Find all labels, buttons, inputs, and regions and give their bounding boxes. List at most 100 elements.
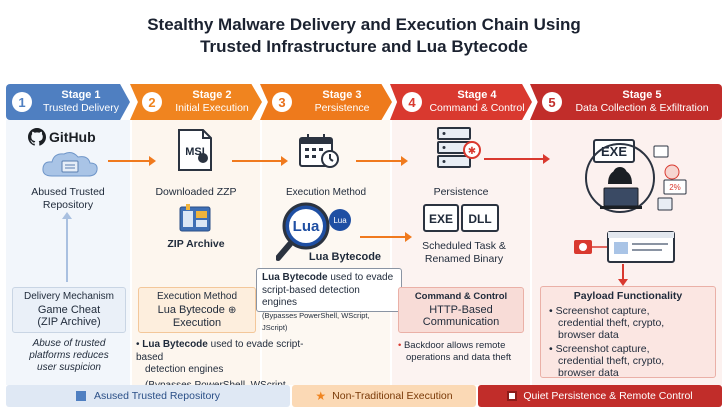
hacker-exfiltration-scene: EXE 2% — [585, 139, 687, 213]
payload-item-2: • Screenshot capture, credential theft, … — [549, 343, 707, 379]
delivery-mechanism-line-1: Game Cheat — [37, 303, 101, 316]
payload-item-1-line-3: browser data — [558, 328, 619, 341]
stage-3-name: Persistence — [314, 102, 370, 114]
delivery-mechanism-box: Delivery Mechanism Game Cheat (ZIP Archi… — [12, 287, 126, 333]
stage1-up-arrow — [62, 212, 72, 282]
stage-1-name: Trusted Delivery — [42, 102, 120, 114]
lua-tooltip-line-1: Lua Bytecode used to evade — [262, 272, 396, 285]
cloud-icon — [42, 152, 98, 177]
legend-non-traditional: ★ Non-Traditional Execution — [292, 385, 476, 407]
percent-text: 2% — [669, 183, 681, 192]
payload-functionality-heading: Payload Functionality — [573, 290, 683, 302]
stage2-note-rest-1: used to evade script-based — [136, 339, 304, 363]
title-line-1: Stealthy Malware Delivery and Execution … — [147, 15, 581, 34]
abused-repo-label: Abused Trusted Repository — [8, 186, 128, 212]
lua-bytecode-label: Lua Bytecode — [308, 251, 382, 263]
dll-text: DLL — [468, 212, 491, 226]
delivery-mechanism-heading: Delivery Mechanism — [23, 291, 115, 302]
lua-tooltip-bold: Lua Bytecode — [262, 272, 328, 283]
lua-tooltip-line-2: script-based detection engines — [262, 284, 360, 309]
stage4-note-line-2: operations and data theft — [406, 352, 512, 363]
stage2-note-bold: Lua Bytecode — [142, 339, 208, 350]
legend-trusted-label: Asused Trusted Repository — [93, 390, 221, 402]
execution-method-label: Execution Method — [285, 187, 367, 198]
zip-archive-label: ZIP Archive — [167, 238, 225, 250]
legend-quiet-persistence: Quiet Persistence & Remote Control — [478, 385, 722, 407]
diagram-title: Stealthy Malware Delivery and Execution … — [0, 14, 728, 58]
abused-repo-line-1: Abused Trusted — [31, 186, 105, 198]
camera-window-icon — [574, 231, 675, 263]
command-control-line-2: Communication — [422, 316, 500, 328]
calendar-gear-icon — [299, 134, 339, 168]
scheduled-task-line-1: Scheduled Task & — [422, 240, 506, 252]
zip-archive-icon — [179, 204, 211, 232]
downloaded-label: Downloaded ZZP — [155, 186, 237, 198]
stage4-note-line-1-text: Backdoor allows remote — [403, 340, 506, 351]
payload-item-2-line-1-text: Screenshot capture, — [555, 342, 650, 355]
stage1-note-line-1: Abuse of trusted — [32, 338, 106, 349]
payload-item-1: • Screenshot capture, credential theft, … — [549, 305, 707, 341]
payload-item-1-line-1-text: Screenshot capture, — [555, 304, 650, 317]
payload-item-2-line-2: credential theft, crypto, — [558, 354, 665, 367]
arrow-stage3-top — [356, 156, 408, 166]
stage4-note-line-1: • Backdoor allows remote — [398, 340, 528, 352]
stage1-note: Abuse of trusted platforms reduces user … — [12, 338, 126, 374]
delivery-mechanism-line-2: (ZIP Archive) — [37, 316, 101, 328]
execution-method-box: Execution Method Lua Bytecode ⊕ Executio… — [138, 287, 256, 333]
execution-method-line-1-text: Lua Bytecode — [157, 303, 225, 316]
stage-2-label: Stage 2 — [192, 89, 232, 101]
stage-4-name: Command & Control — [429, 102, 525, 114]
msi-file-icon: MSI — [178, 129, 212, 171]
stage-2-name: Initial Execution — [175, 102, 249, 114]
stage-4-label: Stage 4 — [457, 89, 497, 101]
stage-5-number: 5 — [542, 92, 562, 112]
lua-tooltip-box: Lua Bytecode used to evade script-based … — [256, 268, 402, 332]
command-control-line-1: HTTP-Based — [429, 303, 493, 316]
stage4-note: • Backdoor allows remote operations and … — [398, 340, 528, 364]
lua-big-text: Lua — [293, 218, 320, 235]
legend-quiet-label: Quiet Persistence & Remote Control — [523, 390, 693, 402]
stage-1-label: Stage 1 — [61, 89, 101, 101]
stage-5-label: Stage 5 — [622, 89, 662, 101]
stage1-note-line-3: user suspicion — [37, 362, 101, 373]
stage2-note-line-1: • Lua Bytecode used to evade script-base… — [136, 339, 304, 363]
stage5-down-arrow — [618, 264, 628, 286]
server-icon: ✱ — [437, 127, 481, 168]
stage-4-number: 4 — [402, 92, 422, 112]
arrow-stage2-to-3 — [232, 156, 288, 166]
payload-item-1-line-2: credential theft, crypto, — [558, 316, 665, 329]
stage-3-label: Stage 3 — [322, 89, 362, 101]
legend-square-blue — [75, 391, 86, 401]
scheduled-task-label: Scheduled Task & Renamed Binary — [404, 240, 524, 266]
github-label: GitHub — [49, 129, 96, 145]
exe-file-text: EXE — [601, 144, 627, 159]
lua-tooltip-line-3: (Bypasses PowerShell, WScript, JScript) — [262, 310, 370, 333]
command-control-box: Command & Control HTTP-Based Communicati… — [398, 287, 524, 333]
legend-square-red — [507, 391, 518, 401]
star-icon: ★ — [315, 389, 327, 403]
persistence-label: Persistence — [433, 186, 489, 198]
exe-dll-icons: EXE DLL — [423, 204, 499, 232]
stage-1-number: 1 — [12, 92, 32, 112]
github-icon — [28, 128, 46, 146]
abused-repo-line-2: Repository — [42, 199, 94, 211]
execution-method-line-1: Lua Bytecode ⊕ — [142, 304, 252, 318]
arrow-stage4-to-5 — [484, 154, 550, 164]
arrow-stage1-to-2 — [108, 156, 156, 166]
lua-small-text: Lua — [333, 216, 347, 225]
execution-method-heading: Execution Method — [156, 291, 238, 302]
stage2-note-line-2: detection engines — [145, 364, 224, 375]
svg-text:✱: ✱ — [468, 146, 476, 157]
payload-item-2-line-1: • Screenshot capture, — [549, 342, 650, 355]
payload-functionality-box: Payload Functionality • Screenshot captu… — [540, 286, 716, 379]
stage-2-number: 2 — [142, 92, 162, 112]
globe-icon: ⊕ — [227, 304, 237, 316]
lua-tooltip-rest: used to evade — [327, 272, 394, 283]
execution-method-line-2: Execution — [172, 317, 222, 329]
payload-item-2-line-3: browser data — [558, 366, 619, 379]
stage4-bullet: • — [398, 340, 402, 351]
